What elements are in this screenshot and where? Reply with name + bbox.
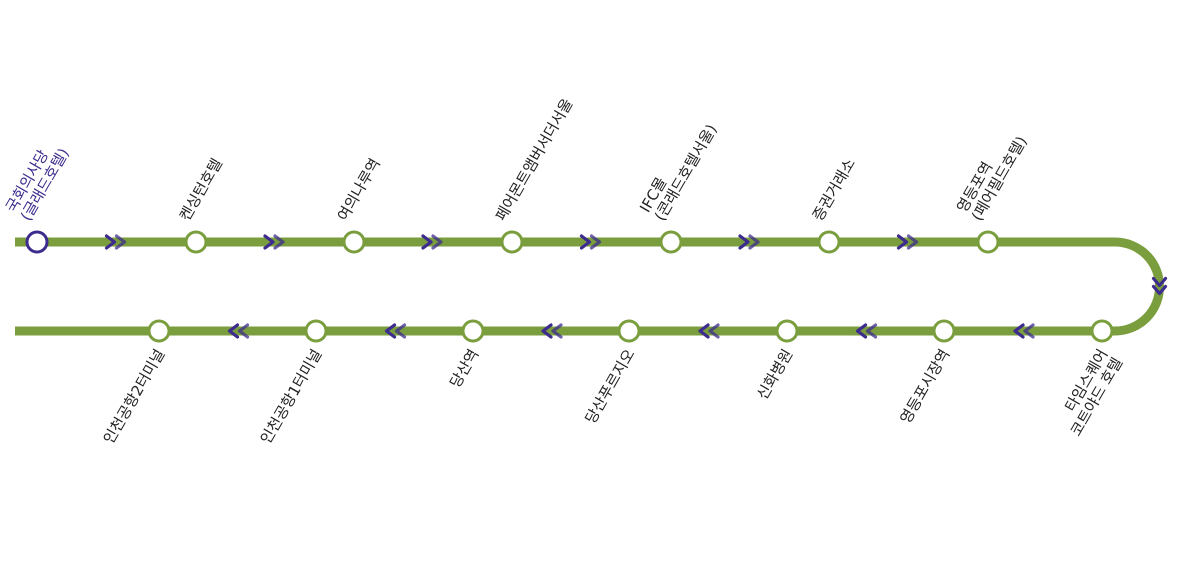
chevron-left-icon xyxy=(384,323,407,339)
station-labels: 국회의사당(글래드호텔) 켄싱턴호텔 여의나루역 페어몬트앰버서더서울 IFC몰(콘래드… xyxy=(2,95,1126,446)
station-label-top-3: 페어몬트앰버서더서울 xyxy=(492,95,577,224)
chevron-down-icon xyxy=(1151,276,1168,296)
chevron-right-icon xyxy=(421,234,443,250)
station-marker[interactable] xyxy=(147,319,171,343)
station-label-bottom-5: 인천공항1터미널 xyxy=(257,346,326,447)
station-label-top-6: 영등포역(페어필드호텔) xyxy=(953,125,1031,224)
station-marker[interactable] xyxy=(184,230,208,254)
station-label-bottom-3: 당산푸르지오 xyxy=(581,346,638,427)
station-marker[interactable] xyxy=(775,319,799,343)
station-label-top-4: IFC몰(콘래드호텔서울) xyxy=(636,113,720,224)
station-label-top-0: 국회의사당(글래드호텔) xyxy=(2,137,73,224)
chevron-left-icon xyxy=(541,323,563,339)
station-markers xyxy=(25,230,1114,343)
station-marker[interactable] xyxy=(659,230,683,254)
route-line-layer xyxy=(15,237,1164,336)
chevron-left-icon xyxy=(1013,323,1035,339)
direction-chevrons xyxy=(104,234,1168,339)
station-marker[interactable] xyxy=(1090,319,1114,343)
station-label-bottom-6: 인천공항2터미널 xyxy=(100,346,169,447)
chevron-right-icon xyxy=(104,234,127,250)
chevron-right-icon xyxy=(738,234,760,250)
station-marker[interactable] xyxy=(304,319,328,343)
route-line xyxy=(15,237,1164,336)
current-station-marker[interactable] xyxy=(25,230,49,254)
station-marker[interactable] xyxy=(461,319,485,343)
station-marker[interactable] xyxy=(342,230,366,254)
chevron-left-icon xyxy=(227,323,250,339)
station-label-bottom-4: 당산역 xyxy=(446,346,482,391)
station-label-bottom-2: 신화병원 xyxy=(753,346,796,403)
chevron-left-icon xyxy=(855,323,878,339)
chevron-right-icon xyxy=(263,234,285,250)
chevron-left-icon xyxy=(698,323,720,339)
station-label-bottom-1: 영등포시장역 xyxy=(896,346,953,427)
station-marker[interactable] xyxy=(932,319,956,343)
station-marker[interactable] xyxy=(817,230,841,254)
station-marker[interactable] xyxy=(617,319,641,343)
station-marker[interactable] xyxy=(976,230,1000,254)
station-marker[interactable] xyxy=(500,230,524,254)
station-label-top-5: 증권거래소 xyxy=(809,155,859,224)
chevron-right-icon xyxy=(579,234,602,250)
station-label-top-1: 켄싱턴호텔 xyxy=(176,155,226,224)
chevron-right-icon xyxy=(896,234,919,250)
station-label-top-2: 여의나루역 xyxy=(334,155,384,224)
station-label-bottom-0: 타임스퀘어코트야드 호텔 xyxy=(1052,346,1126,439)
